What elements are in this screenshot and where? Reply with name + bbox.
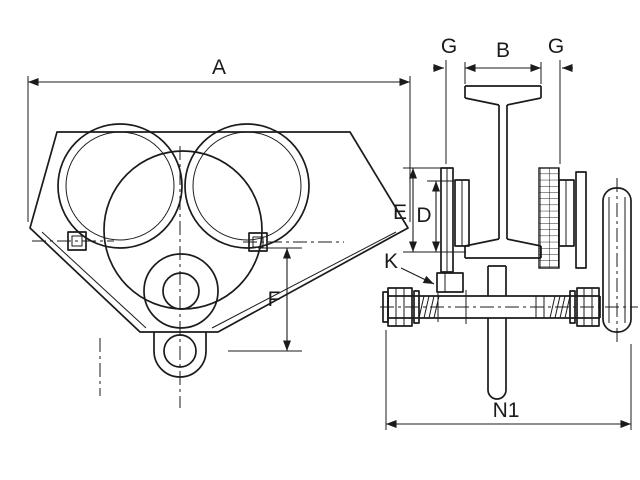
dim-label-a: A	[212, 56, 226, 79]
right-wheel	[184, 123, 310, 249]
dimension-g-left: G	[433, 35, 457, 164]
dim-label-b: B	[496, 39, 510, 62]
centerlines-side	[380, 178, 638, 344]
dimension-a: A	[27, 56, 411, 222]
dim-label-e: E	[393, 201, 407, 224]
dim-label-g-left: G	[441, 35, 457, 58]
side-plate-right	[575, 171, 587, 269]
trolley-wheel-left-edge	[454, 179, 470, 247]
suspension-boss	[143, 253, 219, 329]
clamp-bracket	[436, 272, 464, 293]
hanger-eye-bar	[487, 265, 507, 400]
side-plate-left	[440, 167, 454, 273]
trolley-body-outline	[29, 131, 409, 333]
dimension-f: F	[228, 247, 302, 352]
gear-wheel-edge	[538, 167, 560, 269]
dim-label-f: F	[268, 288, 281, 311]
dim-label-n1: N1	[493, 399, 520, 422]
dimension-d: D	[416, 180, 455, 253]
thread-hatch-left	[418, 295, 440, 319]
dimension-b: B	[464, 39, 542, 84]
left-wheel	[57, 123, 183, 249]
i-beam-section	[464, 85, 542, 259]
gear-housing-circle	[103, 150, 263, 310]
dimension-e: E	[393, 167, 466, 253]
dimension-k: K	[384, 250, 435, 285]
front-view: A	[27, 56, 411, 408]
dimension-n1: N1	[385, 330, 632, 430]
trolley-wheel-right-edge	[558, 179, 575, 247]
dim-label-d: D	[416, 204, 431, 227]
side-view: B G G	[380, 35, 638, 430]
centerlines-front	[32, 146, 344, 408]
dimension-g-right: G	[548, 35, 573, 164]
dim-label-k: K	[384, 250, 398, 273]
dim-label-g-right: G	[548, 35, 564, 58]
